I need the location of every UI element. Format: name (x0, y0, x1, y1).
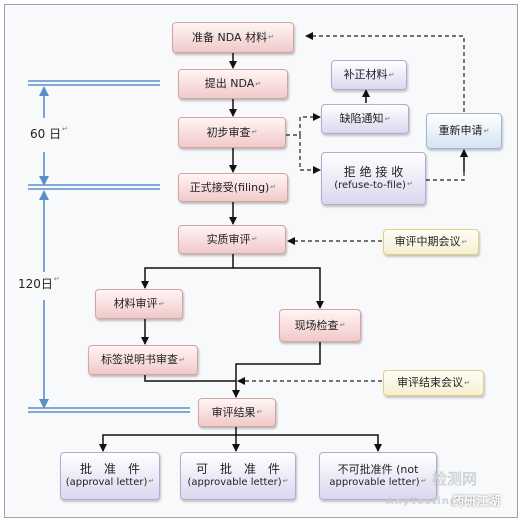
watermark-text-3: 药研江湖 (452, 494, 501, 508)
node-label-review: 标签说明书审查↵ (88, 345, 198, 375)
node-end-of-review-meeting: 审评结束会议↵ (383, 370, 484, 396)
node-review-result: 审评结果↵ (198, 398, 276, 427)
watermark-text-2: AnyTesting (386, 496, 459, 507)
node-supplement-materials: 补正材料↵ (331, 60, 407, 90)
period-120-days: 120日↵ (18, 275, 60, 291)
timeline-lines (28, 80, 190, 413)
node-refuse-to-file: 拒 绝 接 收 (refuse-to-file)↵ (321, 152, 426, 205)
period-60-days: 60 日↵ (30, 125, 68, 141)
flow-arrows (99, 53, 468, 452)
node-not-approvable-letter: 不可批准件 (not approvable letter)↵ (319, 452, 437, 500)
node-submit-nda: 提出 NDA↵ (178, 69, 288, 99)
node-site-inspection: 现场检查↵ (279, 309, 361, 342)
timeline-arrowheads (39, 86, 49, 409)
watermark-text-1: 检测网 (432, 470, 478, 488)
node-initial-review: 初步审查↵ (178, 117, 286, 148)
node-approval-letter: 批 准 件 (approval letter)↵ (60, 452, 160, 500)
node-reapply: 重新申请↵ (426, 113, 502, 149)
node-material-review: 材料审评↵ (95, 289, 183, 319)
node-substantive-review: 实质审评↵ (178, 225, 286, 254)
node-formal-acceptance: 正式接受(filing)↵ (178, 173, 288, 202)
node-mid-cycle-meeting: 审评中期会议↵ (383, 229, 479, 255)
dashed-arrows (237, 32, 468, 385)
node-approvable-letter: 可 批 准 件 (approvable letter)↵ (180, 452, 296, 500)
node-prepare-nda: 准备 NDA 材料↵ (172, 22, 294, 53)
node-deficiency-notice: 缺陷通知↵ (321, 104, 409, 134)
